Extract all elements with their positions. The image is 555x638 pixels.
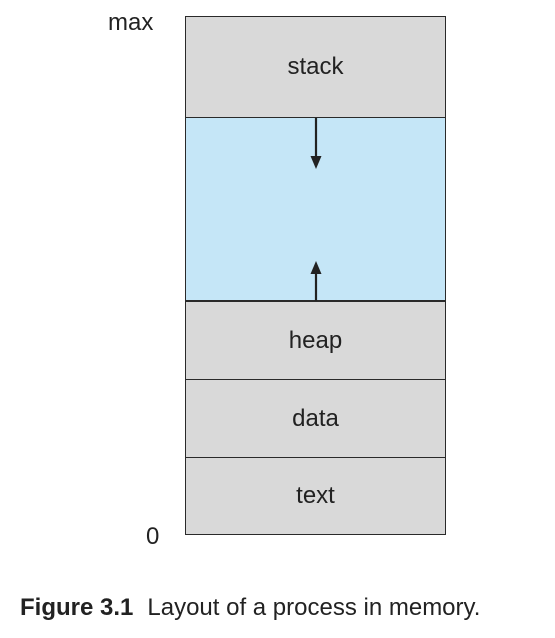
- stack-segment: stack: [186, 17, 445, 117]
- max-address-label: max: [108, 9, 154, 36]
- text-segment: text: [186, 457, 445, 534]
- figure-number: Figure 3.1: [20, 594, 134, 621]
- caption-text: Layout of a process in memory.: [147, 594, 481, 621]
- growth-arrows: [310, 118, 322, 302]
- stack-growth-arrow: [310, 118, 322, 169]
- heap-label: heap: [288, 326, 343, 354]
- text-label: text: [296, 482, 335, 509]
- process-memory-layout: stack heap data text: [185, 16, 446, 535]
- free-space-segment: [186, 117, 445, 302]
- figure-caption: Figure 3.1 Layout of a process in memory.: [20, 596, 480, 620]
- heap-growth-arrow: [310, 261, 322, 302]
- data-segment: data: [186, 379, 445, 457]
- zero-address-label: 0: [146, 523, 160, 550]
- data-label: data: [292, 404, 339, 432]
- stack-label: stack: [287, 53, 344, 80]
- heap-segment: heap: [186, 301, 445, 379]
